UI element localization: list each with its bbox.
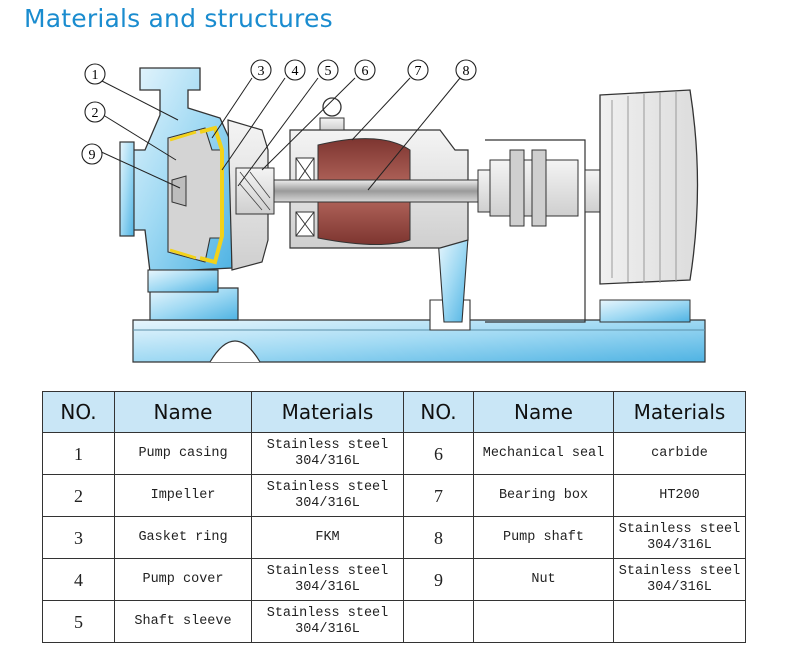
callout-9: 9	[81, 143, 103, 165]
callout-7: 7	[407, 59, 429, 81]
cell-no: 1	[42, 432, 115, 475]
cell-name: Impeller	[114, 474, 252, 517]
cell-no	[403, 600, 474, 643]
svg-text:3: 3	[258, 64, 265, 79]
cell-material: Stainless steel 304/316L	[251, 558, 404, 601]
leader-lines	[96, 77, 461, 191]
motor	[584, 89, 699, 323]
cell-name: Gasket ring	[114, 516, 252, 559]
cell-no: 3	[42, 516, 115, 559]
svg-text:8: 8	[463, 64, 470, 79]
cell-material: Stainless steel 304/316L	[251, 474, 404, 517]
table-row: 2 Impeller Stainless steel 304/316L 7 Be…	[42, 474, 746, 517]
table-row: 1 Pump casing Stainless steel 304/316L 6…	[42, 432, 746, 475]
cell-name: Nut	[473, 558, 614, 601]
header-materials: Materials	[613, 391, 746, 433]
cell-no: 8	[403, 516, 474, 559]
table-row: 5 Shaft sleeve Stainless steel 304/316L	[42, 600, 746, 643]
cell-no: 6	[403, 432, 474, 475]
cell-no: 9	[403, 558, 474, 601]
callout-4: 4	[284, 59, 306, 81]
cell-material: carbide	[613, 432, 746, 475]
cell-material: Stainless steel 304/316L	[251, 432, 404, 475]
base-plate	[132, 287, 706, 363]
cell-material: Stainless steel 304/316L	[251, 600, 404, 643]
svg-text:1: 1	[92, 68, 99, 83]
callout-2: 2	[84, 101, 106, 123]
cell-no: 4	[42, 558, 115, 601]
cell-name: Mechanical seal	[473, 432, 614, 475]
callout-6: 6	[354, 59, 376, 81]
callout-1: 1	[84, 63, 106, 85]
page-title: Materials and structures	[24, 4, 333, 33]
table-header-row: NO. Name Materials NO. Name Materials	[42, 391, 746, 433]
svg-text:5: 5	[325, 64, 332, 79]
header-no: NO.	[42, 391, 115, 433]
bearing-box-housing	[289, 97, 469, 249]
cell-material: FKM	[251, 516, 404, 559]
header-name: Name	[473, 391, 614, 433]
cell-material: HT200	[613, 474, 746, 517]
callout-5: 5	[317, 59, 339, 81]
cell-name: Pump cover	[114, 558, 252, 601]
nut	[171, 175, 187, 207]
cell-name: Pump casing	[114, 432, 252, 475]
materials-table: NO. Name Materials NO. Name Materials 1 …	[42, 391, 746, 643]
callout-3: 3	[250, 59, 272, 81]
svg-text:2: 2	[92, 106, 99, 121]
header-name: Name	[114, 391, 252, 433]
svg-text:6: 6	[362, 64, 369, 79]
impeller	[167, 125, 224, 265]
coupling-guard	[485, 139, 586, 323]
callout-8: 8	[455, 59, 477, 81]
cell-material: Stainless steel 304/316L	[613, 558, 746, 601]
cell-material: Stainless steel 304/316L	[613, 516, 746, 559]
header-materials: Materials	[251, 391, 404, 433]
svg-text:7: 7	[415, 64, 422, 79]
cell-name: Pump shaft	[473, 516, 614, 559]
cell-no: 7	[403, 474, 474, 517]
svg-text:9: 9	[89, 148, 96, 163]
header-no: NO.	[403, 391, 474, 433]
cell-material	[613, 600, 746, 643]
pump-cross-section-diagram: 1 2 3 4 5 6 7 8 9	[81, 59, 706, 363]
cell-name: Bearing box	[473, 474, 614, 517]
mechanical-seal	[235, 167, 275, 215]
cell-name: Shaft sleeve	[114, 600, 252, 643]
cell-name	[473, 600, 614, 643]
cell-no: 2	[42, 474, 115, 517]
cell-no: 5	[42, 600, 115, 643]
svg-text:4: 4	[292, 64, 299, 79]
table-row: 4 Pump cover Stainless steel 304/316L 9 …	[42, 558, 746, 601]
table-row: 3 Gasket ring FKM 8 Pump shaft Stainless…	[42, 516, 746, 559]
